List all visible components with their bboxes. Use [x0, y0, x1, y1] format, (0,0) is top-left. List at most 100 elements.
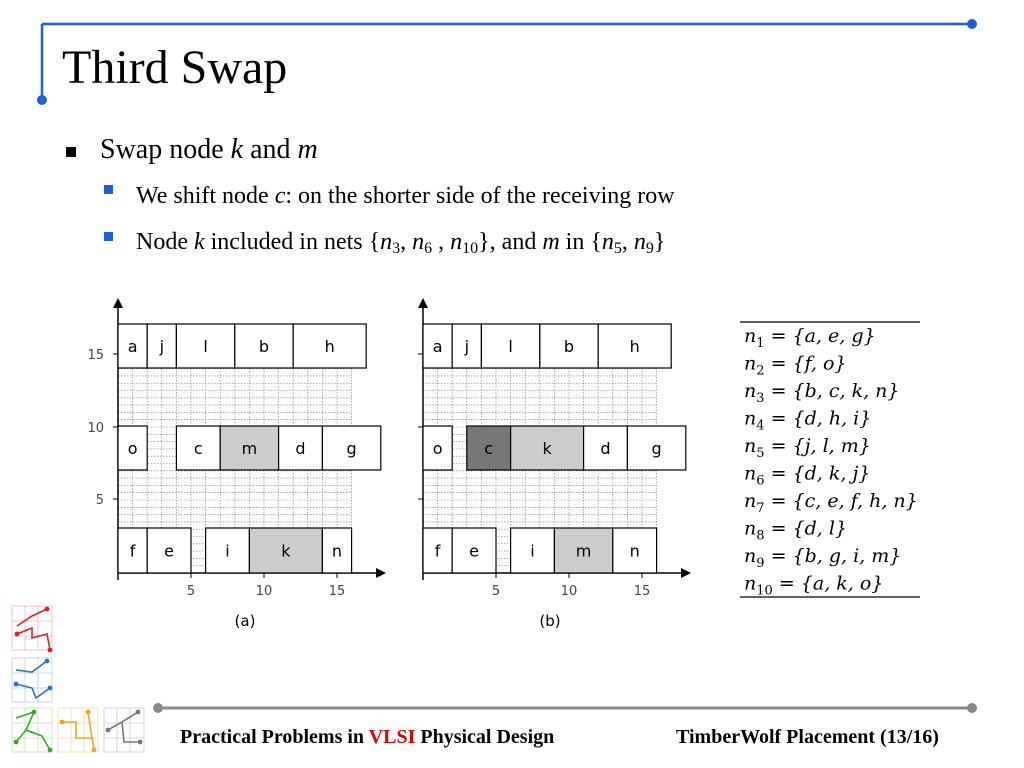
cell-label-e: e	[164, 542, 174, 561]
cell-label-b: b	[564, 337, 574, 356]
t: ,	[621, 229, 634, 255]
footer-course-title: Practical Problems in VLSI Physical Desi…	[180, 726, 554, 749]
bullet-main: Swap node k and m	[100, 132, 318, 168]
cell-e	[451, 527, 497, 574]
cell-d	[583, 425, 629, 471]
net-row: n5 = {j, l, m}	[744, 435, 871, 461]
footer-left-prefix: Practical Problems in	[180, 726, 369, 748]
cell-label-o: o	[433, 439, 443, 458]
cell-l	[175, 323, 236, 369]
cell-label-m: m	[242, 439, 258, 458]
bullet-main-and: and	[243, 134, 298, 165]
sub-bullet-square-icon	[104, 232, 113, 241]
net-list-table: n1 = {a, e, g}n2 = {f, o}n3 = {b, c, k, …	[740, 321, 920, 599]
logo-red-network-icon	[11, 605, 53, 653]
x-tick-label: 5	[187, 584, 195, 599]
slide-title: Third Swap	[62, 41, 288, 94]
cell-c	[175, 425, 221, 471]
bullet-main-k: k	[230, 134, 244, 165]
net-row: n3 = {b, c, k, n}	[744, 380, 900, 406]
x-tick-label: 10	[561, 584, 578, 599]
title-frame-dot-right	[967, 19, 977, 29]
x-ticks: 5 10 15	[187, 573, 345, 599]
bullet-square-icon	[66, 147, 76, 157]
cell-label-d: d	[600, 439, 610, 458]
t: n	[412, 229, 425, 255]
x-tick-label: 10	[256, 584, 273, 599]
cell-m	[553, 527, 614, 574]
t: }, and	[478, 229, 543, 255]
x-axis-arrow-icon	[681, 568, 691, 578]
footer-decoration	[11, 605, 977, 753]
cell-label-j: j	[159, 337, 164, 356]
y-tick-label: 10	[87, 421, 104, 436]
cell-e	[146, 527, 192, 574]
y-ticks	[418, 353, 423, 500]
diagram-b-caption: (b)	[539, 612, 560, 630]
cell-label-o: o	[128, 439, 138, 458]
logo-blue-network-icon	[11, 657, 53, 703]
x-tick-label: 15	[329, 584, 346, 599]
net-row: n9 = {b, g, i, m}	[744, 545, 901, 571]
sub-bullet-1: We shift node c: on the shorter side of …	[136, 180, 675, 212]
cell-label-a: a	[128, 337, 138, 356]
bullet-main-text: Swap node	[100, 134, 231, 165]
sub-bullet-2: Node k included in nets {n3, n6 , n10}, …	[136, 226, 665, 258]
cell-label-l: l	[203, 337, 207, 356]
net-row: n7 = {c, e, f, h, n}	[744, 490, 918, 516]
net-row: n8 = {d, l}	[744, 518, 847, 544]
sub-bullet-square-icon	[104, 185, 113, 194]
cell-label-j: j	[464, 337, 469, 356]
cell-label-d: d	[295, 439, 305, 458]
cell-label-e: e	[469, 542, 479, 561]
t: 10	[462, 240, 479, 257]
y-axis-arrow-icon	[418, 298, 428, 308]
footer-line-dot-right	[967, 703, 977, 713]
cell-label-g: g	[347, 439, 357, 458]
sub-bullet-1-text: We shift node	[136, 183, 275, 209]
net-row: n2 = {f, o}	[744, 353, 847, 379]
footer-slide-info: TimberWolf Placement (13/16)	[676, 726, 939, 748]
cell-d	[278, 425, 324, 471]
net-row: n4 = {d, h, i}	[744, 408, 871, 434]
t: included in nets {	[204, 229, 381, 255]
sub-bullet-1-c: c	[274, 183, 286, 209]
net-row: n1 = {a, e, g}	[744, 325, 876, 351]
cell-label-c: c	[194, 439, 203, 458]
cell-label-l: l	[508, 337, 512, 356]
t: k	[193, 229, 205, 255]
cell-label-h: h	[325, 337, 335, 356]
t: 9	[645, 240, 654, 257]
cell-label-i: i	[225, 542, 229, 561]
cell-g	[321, 425, 382, 471]
sub-bullet-1-suffix: : on the shorter side of the receiving r…	[285, 183, 675, 209]
diagram-a-caption: (a)	[235, 612, 256, 630]
t: n	[450, 229, 463, 255]
cell-label-f: f	[435, 542, 441, 561]
x-tick-label: 5	[492, 584, 500, 599]
bullet-main-m: m	[297, 134, 318, 165]
cell-k	[509, 425, 585, 471]
x-tick-label: 15	[634, 584, 651, 599]
cell-f	[422, 527, 453, 574]
t: 6	[424, 240, 433, 257]
cell-label-c: c	[484, 439, 493, 458]
cell-i	[509, 527, 555, 574]
cell-label-k: k	[542, 439, 552, 458]
cell-l	[480, 323, 541, 369]
cell-i	[204, 527, 250, 574]
y-axis-arrow-icon	[113, 298, 123, 308]
cell-label-n: n	[332, 542, 342, 561]
cell-h	[597, 323, 672, 369]
t: n	[601, 229, 614, 255]
x-ticks: 5 10 15	[492, 573, 650, 599]
net-row: n6 = {d, k, j}	[744, 463, 870, 489]
cell-label-g: g	[652, 439, 662, 458]
cell-n	[612, 527, 658, 574]
net-rows: n1 = {a, e, g}n2 = {f, o}n3 = {b, c, k, …	[744, 325, 918, 599]
cell-label-b: b	[259, 337, 269, 356]
footer-left-suffix: Physical Design	[415, 726, 555, 748]
